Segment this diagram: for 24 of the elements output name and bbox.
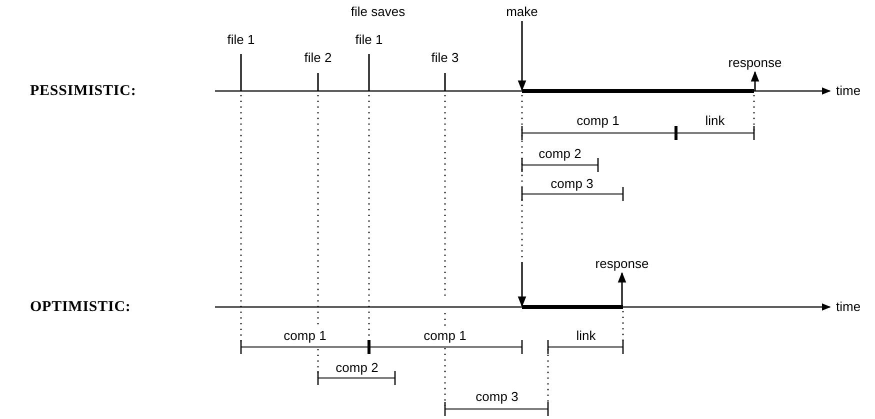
event-label: response	[728, 55, 782, 71]
event-label: make	[506, 4, 538, 20]
event-label: response	[595, 256, 649, 272]
event-arrow	[750, 70, 760, 91]
interval-label: comp 2	[538, 146, 582, 162]
interval-label: comp 3	[476, 389, 518, 405]
interval-label: link	[705, 113, 725, 129]
interval-label: comp 1	[284, 328, 326, 344]
interval-label: comp 2	[336, 360, 378, 376]
interval-label: comp 1	[576, 113, 620, 129]
group-label: file saves	[350, 4, 406, 20]
interval-label: comp 1	[424, 328, 466, 344]
event-arrow	[518, 21, 526, 92]
interval-label: link	[576, 328, 596, 344]
event-label: file 1	[355, 32, 383, 48]
axis-label: time	[836, 83, 861, 99]
event-label: file 2	[304, 50, 332, 66]
event-label: file 3	[431, 50, 459, 66]
axis-label: time	[836, 299, 861, 315]
event-label: file 1	[227, 32, 255, 48]
row-label: OPTIMISTIC:	[30, 298, 131, 316]
event-arrow	[618, 272, 626, 307]
row-label: PESSIMISTIC:	[30, 82, 136, 100]
interval-label: comp 3	[550, 176, 594, 192]
